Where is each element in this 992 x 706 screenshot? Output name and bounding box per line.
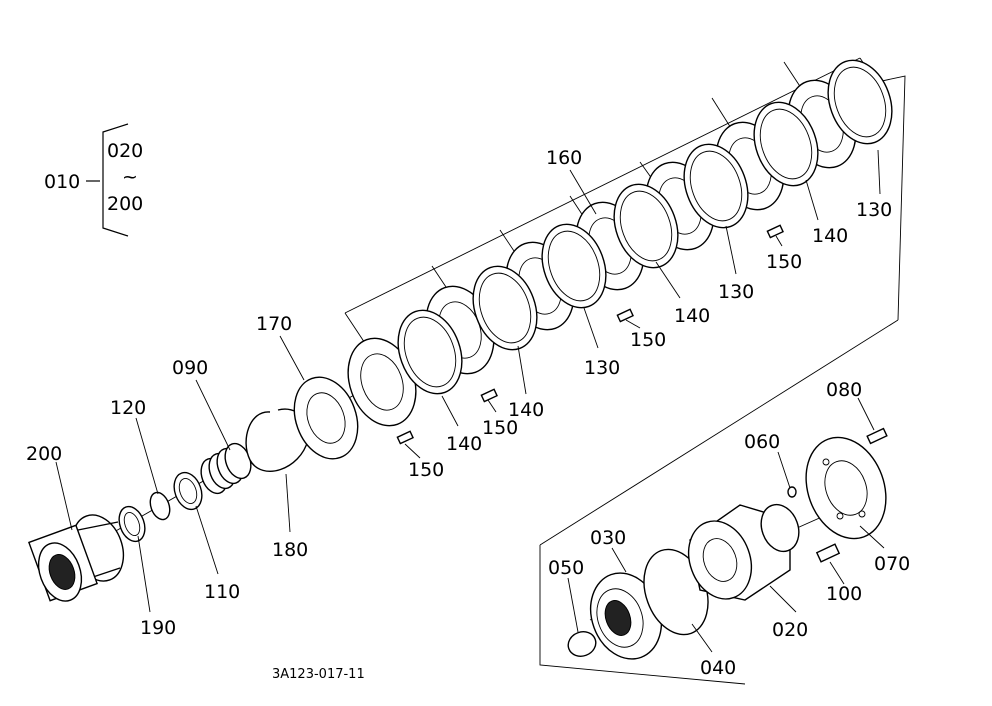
label-070: 070 [874,553,910,575]
group-range-start: 020 [107,140,143,162]
label-150-c: 150 [630,329,666,351]
label-130-c: 130 [856,199,892,221]
label-150-d: 150 [766,251,802,273]
label-200: 200 [26,443,62,465]
part-170-end-plate [293,376,359,460]
label-160: 160 [546,147,582,169]
part-110-collar [173,471,203,511]
label-170: 170 [256,313,292,335]
label-080: 080 [826,379,862,401]
part-150-pins [396,224,784,445]
label-140-d: 140 [812,225,848,247]
diagram-code: 3A123-017-11 [272,667,365,682]
part-020-clutch-drum [687,503,800,601]
label-140-c: 140 [674,305,710,327]
label-130-a: 130 [584,357,620,379]
label-110: 110 [204,581,240,603]
label-060: 060 [744,431,780,453]
label-150-b: 150 [482,417,518,439]
label-120: 120 [110,397,146,419]
label-180: 180 [272,539,308,561]
part-100-bolt [815,543,841,563]
part-number-labels: 200 120 190 110 090 180 170 150 140 150 … [26,147,910,679]
part-030-piston [589,572,663,660]
label-020: 020 [772,619,808,641]
label-140-a: 140 [446,433,482,455]
label-050: 050 [548,557,584,579]
part-060-o-ring [787,486,797,498]
part-200-bearing-hub [28,514,125,602]
label-140-b: 140 [508,399,544,421]
group-range-symbol: ~ [122,166,138,188]
assembly-group-bracket: 010 020 ~ 200 [44,123,143,237]
label-190: 190 [140,617,176,639]
part-130-steel-plates [397,59,893,395]
label-030: 030 [590,527,626,549]
part-080-bolt [866,427,888,445]
part-050-o-ring [567,631,597,657]
label-040: 040 [700,657,736,679]
part-070-cover-plate [805,436,887,540]
leader-lines [55,149,885,653]
part-120-snap-ring [149,491,171,521]
group-range-end: 200 [107,193,143,215]
label-100: 100 [826,583,862,605]
assembly-number: 010 [44,171,80,193]
label-130-b: 130 [718,281,754,303]
label-090: 090 [172,357,208,379]
label-150-a: 150 [408,459,444,481]
